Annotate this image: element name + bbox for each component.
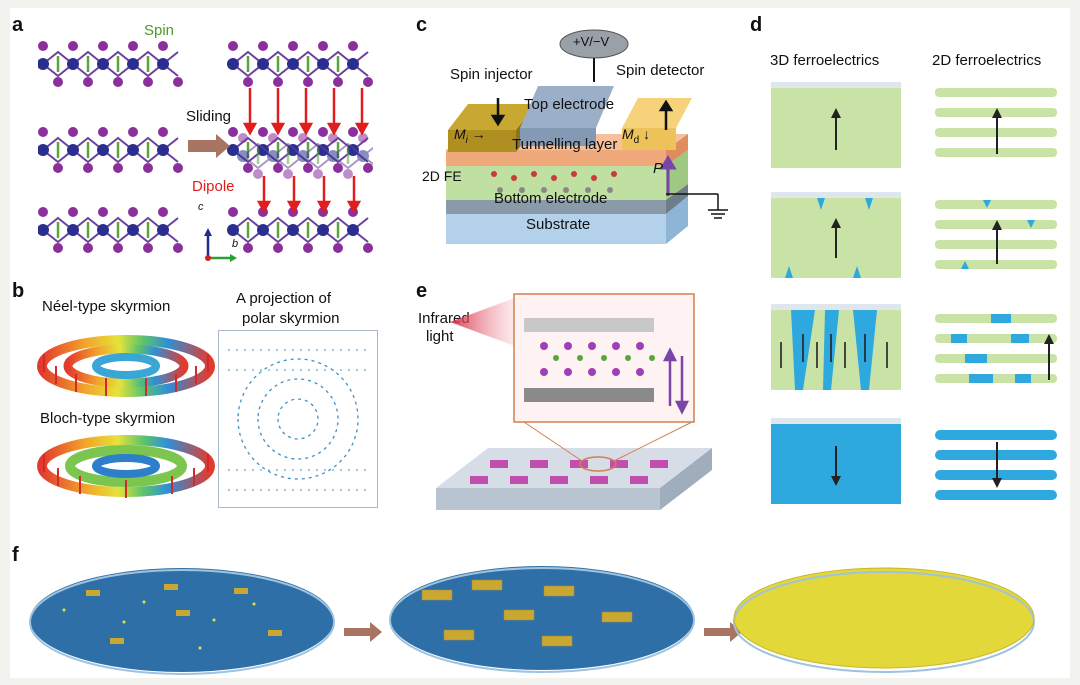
polar-skyrmion-projection xyxy=(218,330,378,508)
bloch-skyrmion-label: Bloch-type skyrmion xyxy=(40,410,176,427)
neel-skyrmion-label: Néel-type skyrmion xyxy=(42,298,171,315)
substrate-label: Substrate xyxy=(526,216,591,233)
md-label: Md ↓ xyxy=(622,126,651,146)
panel-label-c: c xyxy=(416,14,428,36)
column-2d-ferroelectrics: 2D ferroelectrics xyxy=(932,52,1042,69)
panel-label-b: b xyxy=(12,280,25,302)
3d-state-down xyxy=(771,418,901,504)
panel-e-photodetector-array xyxy=(436,293,712,510)
panel-f-wafer-growth xyxy=(29,566,1035,675)
bottom-electrode-label: Bottom electrode xyxy=(494,190,608,207)
figure-frame: a Spin Sliding Dipole c b xyxy=(10,8,1070,678)
panel-a-crystal-structure xyxy=(38,39,373,262)
axis-c-label: c xyxy=(198,201,204,213)
3d-state-up xyxy=(771,82,901,168)
top-electrode-label: Top electrode xyxy=(524,96,615,113)
voltage-label: +V/−V xyxy=(573,34,610,49)
polarization-p-label: P xyxy=(653,160,664,177)
wafer-continuous-film xyxy=(733,567,1035,673)
2d-state-down xyxy=(935,430,1057,500)
neel-skyrmion xyxy=(37,335,215,397)
dipole-label: Dipole xyxy=(192,178,235,195)
3d-state-nucleation xyxy=(771,192,901,278)
fe-2d-label: 2D FE xyxy=(422,168,462,184)
3d-state-domain-growth xyxy=(771,304,901,390)
panel-d-domain-evolution xyxy=(771,82,1057,504)
spin-injector-label: Spin injector xyxy=(450,66,533,83)
panel-label-e: e xyxy=(416,280,428,302)
skyrmion-illustrations xyxy=(37,335,215,498)
panel-label-d: d xyxy=(750,14,763,36)
spin-label: Spin xyxy=(144,22,175,39)
tunnelling-layer-label: Tunnelling layer xyxy=(512,136,618,153)
axis-b-label: b xyxy=(232,238,239,250)
mi-label: Mi → xyxy=(454,126,486,146)
projection-label-line1: A projection of xyxy=(236,290,332,307)
bloch-skyrmion xyxy=(37,435,215,498)
spin-detector-label: Spin detector xyxy=(616,62,705,79)
infrared-label-line2: light xyxy=(426,328,454,345)
projection-label-line2: polar skyrmion xyxy=(242,310,340,327)
wafer-nucleation xyxy=(29,568,335,675)
column-3d-ferroelectrics: 3D ferroelectrics xyxy=(770,52,880,69)
2d-state-domain-growth xyxy=(935,314,1057,383)
sliding-label: Sliding xyxy=(186,108,232,125)
panel-c-device-schematic xyxy=(446,29,728,244)
2d-state-up xyxy=(935,88,1057,157)
wafer-domain-growth xyxy=(389,566,695,673)
2d-state-nucleation xyxy=(935,200,1057,269)
panel-label-a: a xyxy=(12,14,24,36)
panel-label-f: f xyxy=(12,544,19,566)
